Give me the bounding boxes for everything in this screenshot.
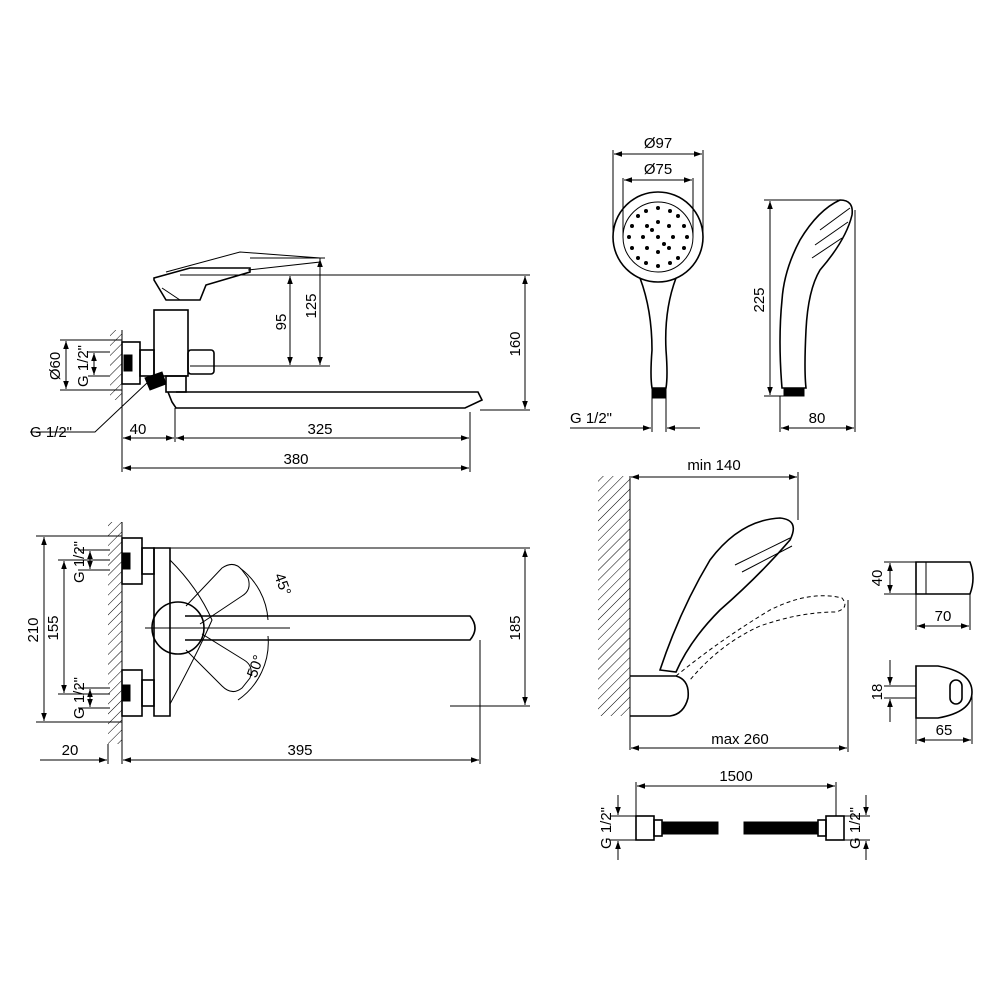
dim-80: 80: [809, 410, 826, 427]
angle-50: 50°: [244, 653, 268, 680]
shower-handle-front: [639, 277, 677, 389]
dim-g12-bottom: G 1/2": [71, 677, 88, 719]
mixer-lever: [153, 251, 321, 301]
dim-g12-shower: G 1/2": [570, 410, 612, 427]
dim-395: 395: [287, 742, 312, 759]
dim-diam97: Ø97: [644, 135, 672, 152]
dim-40: 40: [130, 421, 147, 438]
holder-side-detail: [915, 561, 974, 595]
lever-positions: [185, 564, 252, 692]
dim-155: 155: [45, 615, 62, 640]
mixer-body-top: [153, 547, 171, 717]
eccentric-connector: [121, 341, 167, 391]
holder-dim-70: 70: [935, 608, 952, 625]
dim-g12-hose-right: G 1/2": [847, 807, 864, 849]
holder-dim-65: 65: [936, 722, 953, 739]
hose-braid-left: [661, 821, 719, 835]
hand-shower-tilted: [675, 595, 846, 681]
angle-45: 45°: [270, 571, 294, 598]
dim-g12-top: G 1/2": [71, 541, 88, 583]
spout: [167, 391, 484, 409]
dim-95: 95: [273, 314, 290, 331]
dim-325: 325: [307, 421, 332, 438]
top-view: 45° 50° 210 155 185 G 1/2" G 1/2" 20 395: [25, 522, 530, 764]
dim-g12-vertical: G 1/2": [75, 345, 92, 387]
hand-shower: Ø97 Ø75 G 1/2" 225 80: [570, 135, 856, 432]
holder-bracket: [630, 675, 690, 717]
shower-holder: min 140 max 260 40 70 18 65: [598, 457, 974, 752]
holder-dim-40: 40: [869, 570, 886, 587]
wall-hatch: [110, 330, 122, 400]
dim-min140: min 140: [687, 457, 740, 474]
side-view: 95 125 160 Ø60 G 1/2" G 1/2" 40 325 380: [30, 251, 530, 472]
connector-bottom: [121, 669, 155, 717]
dim-1500: 1500: [719, 768, 752, 785]
shower-hose: 1500 G 1/2" G 1/2": [598, 768, 870, 860]
callout-g12: G 1/2": [30, 424, 72, 441]
dim-125: 125: [303, 293, 320, 318]
spout-top: [185, 615, 476, 641]
shower-handle-side: [779, 199, 854, 389]
hose-nut-left: [635, 815, 655, 841]
dim-max260: max 260: [711, 731, 769, 748]
hand-shower-in-holder: [658, 517, 795, 673]
dim-380: 380: [283, 451, 308, 468]
dim-g12-hose-left: G 1/2": [598, 807, 615, 849]
dim-diam75: Ø75: [644, 161, 672, 178]
wall-hatch: [598, 476, 630, 716]
hose-nut-right: [825, 815, 845, 841]
spray-nozzles: [627, 206, 689, 268]
dim-diam60: Ø60: [47, 352, 64, 380]
dim-225: 225: [751, 287, 768, 312]
dim-160: 160: [507, 331, 524, 356]
hose-braid-right: [743, 821, 819, 835]
dim-210: 210: [25, 617, 42, 642]
dim-185: 185: [507, 615, 524, 640]
connector-top: [121, 537, 155, 585]
holder-top-detail: [915, 665, 973, 719]
dim-20: 20: [62, 742, 79, 759]
wall-hatch: [108, 522, 122, 744]
holder-dim-18: 18: [869, 684, 886, 701]
